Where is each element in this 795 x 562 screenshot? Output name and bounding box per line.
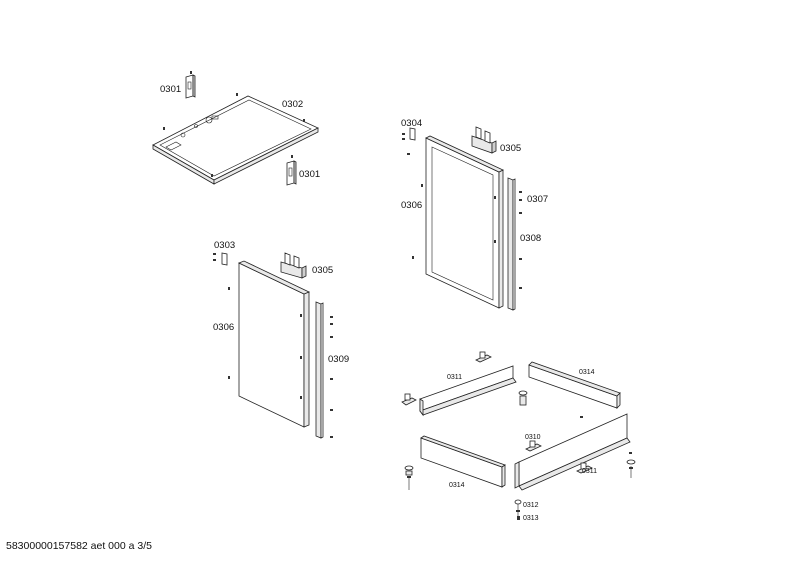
label-0314-front: 0314 (449, 482, 465, 489)
label-0303: 0303 (214, 240, 235, 251)
plinth-clips (401, 351, 593, 474)
plinth-panel-0314-back (528, 361, 621, 409)
door-frame-right (412, 135, 504, 309)
label-0311-front: 0311 (582, 468, 597, 475)
plinth-panel-0314-front (420, 435, 506, 488)
door-strip-right (507, 177, 522, 311)
door-panel-left (228, 260, 310, 428)
label-0306-right: 0306 (401, 200, 422, 211)
bracket-0301-upper (185, 71, 196, 99)
hinge-0305-left (280, 252, 307, 279)
hinge-pin-0303 (213, 252, 228, 266)
hinge-0305-right (471, 126, 497, 154)
top-panel (152, 93, 319, 185)
plinth-rail-0311-front (514, 413, 631, 491)
label-0312: 0312 (523, 502, 539, 509)
label-0302: 0302 (282, 99, 303, 110)
label-0301-upper: 0301 (160, 84, 181, 95)
label-0309: 0309 (328, 354, 349, 365)
label-0304: 0304 (401, 118, 422, 129)
door-strip-left (315, 301, 333, 439)
label-0305-right: 0305 (500, 143, 521, 154)
drawing-reference-footer: 58300000157582 aet 000 a 3/5 (6, 540, 152, 552)
hinge-pin-0304 (402, 127, 416, 155)
label-0308: 0308 (520, 233, 541, 244)
plinth-rail-0311-back (419, 365, 517, 417)
label-0311-back: 0311 (447, 374, 462, 381)
label-0301-lower: 0301 (299, 169, 320, 180)
label-0313: 0313 (523, 515, 539, 522)
label-0305-left: 0305 (312, 265, 333, 276)
adjustable-feet (404, 390, 636, 520)
label-0310: 0310 (525, 434, 541, 441)
bracket-0301-lower (286, 155, 297, 186)
label-0306-left: 0306 (213, 322, 234, 333)
label-0314-back: 0314 (579, 369, 595, 376)
label-0307: 0307 (527, 194, 548, 205)
